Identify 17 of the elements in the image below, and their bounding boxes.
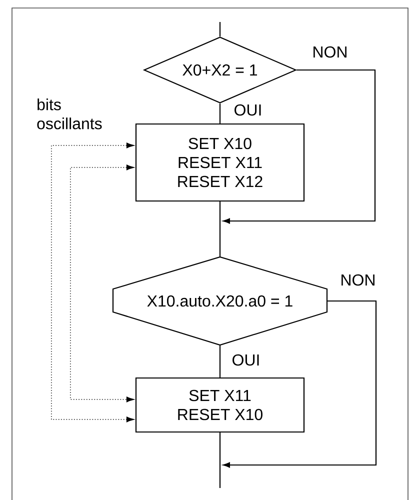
arrow	[222, 300, 377, 468]
connector-line	[219, 346, 221, 378]
edge-label: NON	[311, 45, 349, 59]
process-box: SET X10 RESET X11 RESET X12	[135, 123, 305, 202]
arrow	[222, 69, 376, 224]
decision-hexagon: X10.auto.X20.a0 = 1	[112, 256, 328, 346]
connector-line	[219, 432, 221, 488]
process-box: SET X11 RESET X10	[135, 377, 305, 433]
edge-label: OUI	[230, 353, 262, 367]
connector-line	[219, 104, 221, 124]
annotation-label: bits oscillants	[37, 98, 102, 130]
edge-label: NON	[339, 273, 377, 287]
connector-line	[219, 22, 221, 36]
dotted-arrow	[70, 164, 134, 402]
edge-label: OUI	[232, 103, 264, 117]
dotted-arrow	[51, 142, 134, 422]
connector-line	[219, 202, 221, 256]
